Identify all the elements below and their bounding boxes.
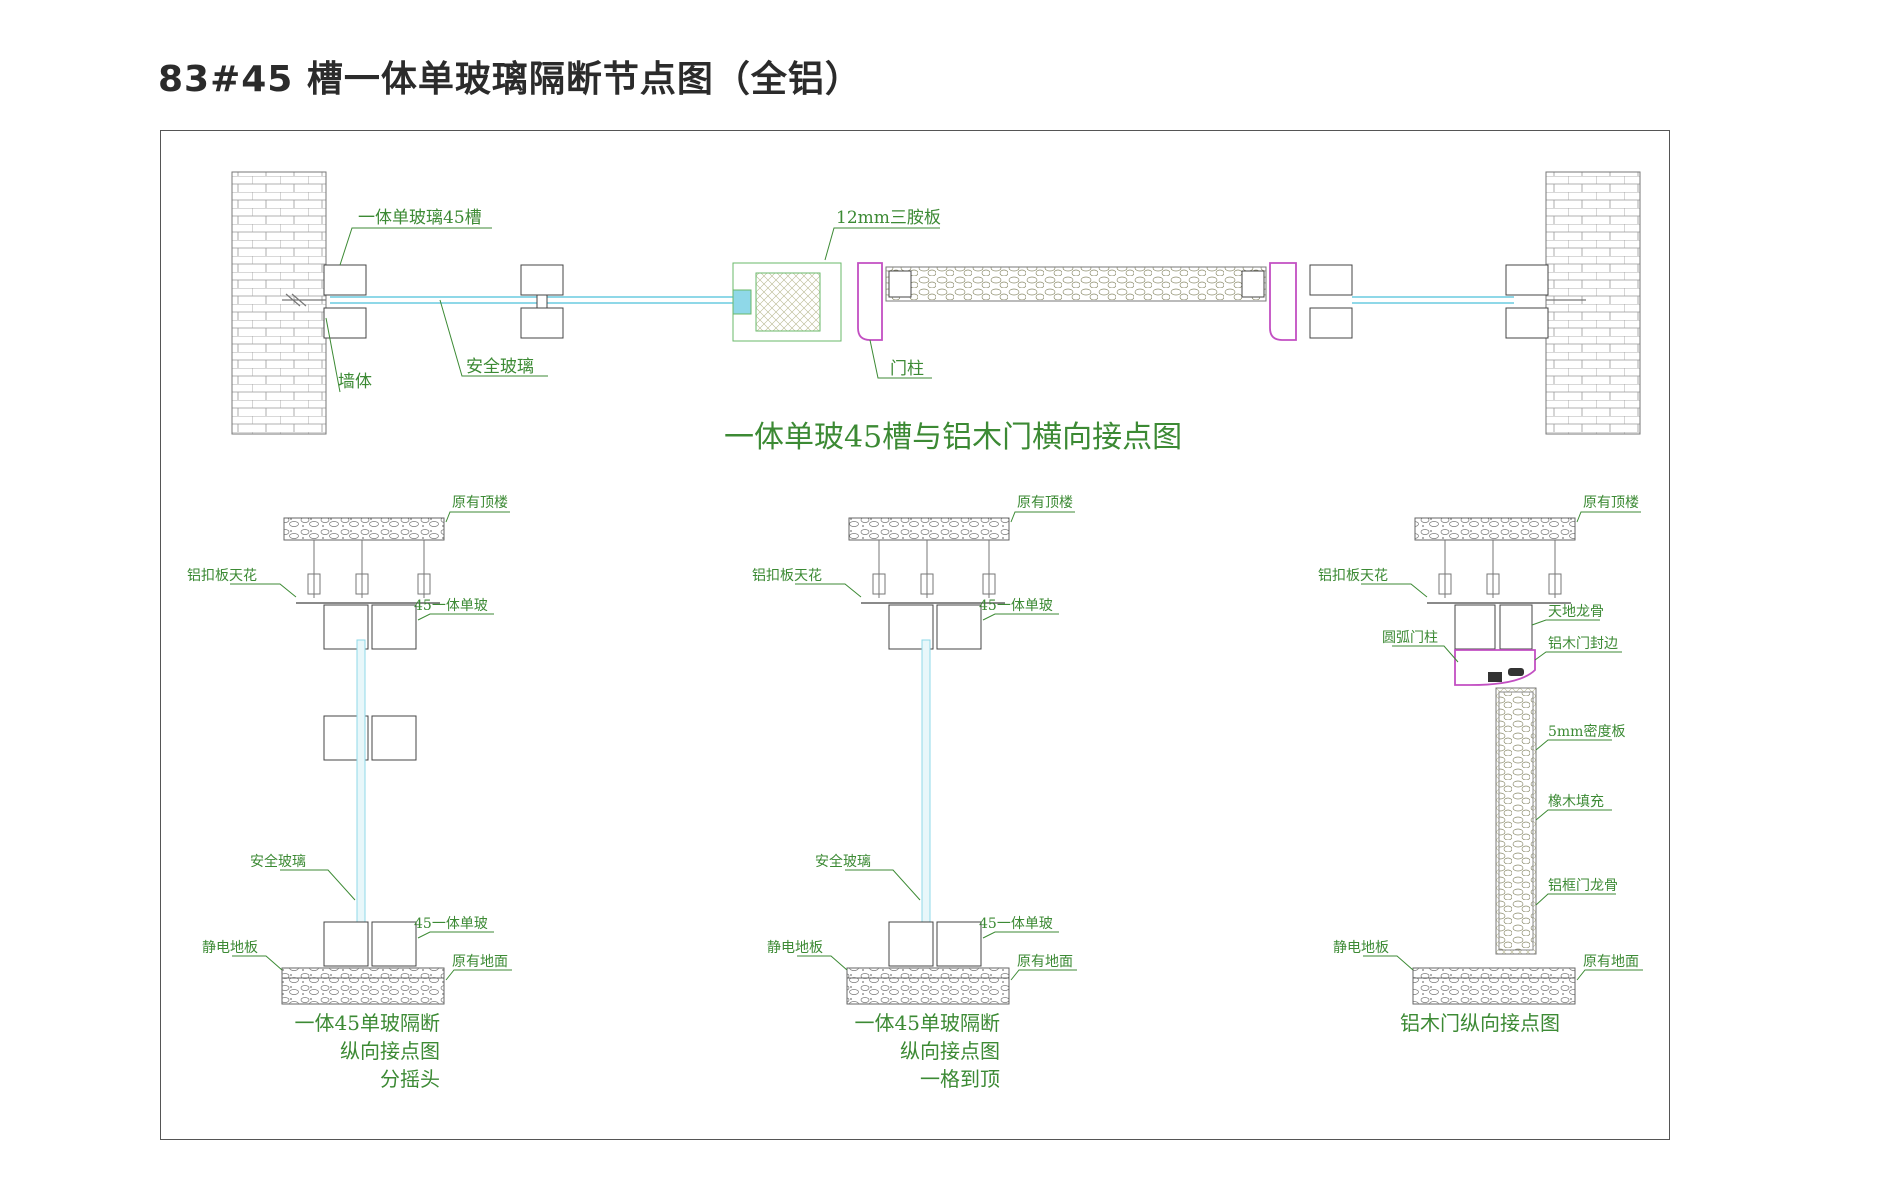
sc-arc-post: 圆弧门柱 [1382, 630, 1438, 646]
wall-anchor [282, 293, 326, 307]
plan-view: 一体单玻璃45槽 12mm三胺板 安全玻璃 墙体 门柱 一体单玻45槽与铝木门横… [231, 171, 1641, 455]
sc-caption: 铝木门纵向接点图 [1400, 1011, 1560, 1035]
label-glass: 安全玻璃 [466, 357, 534, 377]
section-b: 原有顶楼 铝扣板天花 45一体单玻 安全玻璃 45一体单玻 静电地板 原有地面 … [752, 495, 1077, 1091]
sc-mdf: 5mm密度板 [1548, 723, 1625, 740]
sa-ceiling: 铝扣板天花 [187, 568, 257, 584]
sa-caption-1: 一体45单玻隔断 [295, 1011, 440, 1035]
sb-slot-top: 45一体单玻 [979, 598, 1053, 614]
sa-glass: 安全玻璃 [250, 853, 306, 870]
sa-floor-static: 静电地板 [202, 940, 258, 956]
right-wall-slot [1505, 264, 1549, 339]
sc-floor-orig: 原有地面 [1583, 954, 1639, 970]
sb-caption-1: 一体45单玻隔断 [855, 1011, 1000, 1035]
sa-caption-2: 纵向接点图 [340, 1039, 440, 1063]
sb-floor-static: 静电地板 [767, 940, 823, 956]
label-wall: 墙体 [338, 372, 372, 392]
mid-slot-profile [520, 264, 564, 339]
glass-line-right [1352, 296, 1514, 304]
plan-caption: 一体单玻45槽与铝木门横向接点图 [724, 420, 1182, 455]
sa-slot-top: 45一体单玻 [414, 598, 488, 614]
section-c: 原有顶楼 铝扣板天花 天地龙骨 圆弧门柱 铝木门封边 5mm密度板 橡木填充 铝… [1318, 495, 1643, 1035]
sa-floor-orig: 原有地面 [452, 954, 508, 970]
label-board: 12mm三胺板 [836, 208, 941, 228]
sc-filler: 橡木填充 [1548, 794, 1604, 810]
plan-leaders [325, 227, 940, 393]
sb-slot-bottom: 45一体单玻 [979, 916, 1053, 932]
sc-keel: 天地龙骨 [1548, 604, 1604, 620]
page-title: 83#45 槽一体单玻璃隔断节点图（全铝） [158, 59, 862, 100]
sb-floor-orig: 原有地面 [1017, 954, 1073, 970]
wall-slot-profile [323, 264, 367, 339]
door-leaf-plan [885, 266, 1267, 302]
sc-ceiling: 铝扣板天花 [1318, 568, 1388, 584]
left-brick-wall [231, 171, 327, 435]
sb-glass: 安全玻璃 [815, 853, 871, 870]
sc-frame-keel: 铝框门龙骨 [1548, 878, 1618, 894]
sc-ceiling-top: 原有顶楼 [1583, 495, 1639, 511]
right-slot-profile [1309, 264, 1353, 339]
right-brick-wall [1545, 171, 1641, 435]
glass-line-left [330, 296, 740, 304]
sc-floor-static: 静电地板 [1333, 940, 1389, 956]
board-unit [732, 262, 842, 342]
section-a: 原有顶楼 铝扣板天花 45一体单玻 安全玻璃 45一体单玻 静电地板 原有地面 … [187, 495, 512, 1091]
sc-door-edge: 铝木门封边 [1548, 636, 1618, 652]
sa-slot-bottom: 45一体单玻 [414, 916, 488, 932]
sb-ceiling-top: 原有顶楼 [1017, 495, 1073, 511]
sb-caption-3: 一格到顶 [920, 1067, 1000, 1091]
label-post: 门柱 [890, 359, 924, 379]
label-slot: 一体单玻璃45槽 [358, 208, 482, 228]
sa-caption-3: 分摇头 [380, 1067, 440, 1091]
sb-caption-2: 纵向接点图 [900, 1039, 1000, 1063]
sb-ceiling: 铝扣板天花 [752, 568, 822, 584]
door-post-right [1269, 262, 1297, 341]
drawing-frame [160, 130, 1670, 1140]
door-post-left [857, 262, 883, 341]
sa-ceiling-top: 原有顶楼 [452, 495, 508, 511]
